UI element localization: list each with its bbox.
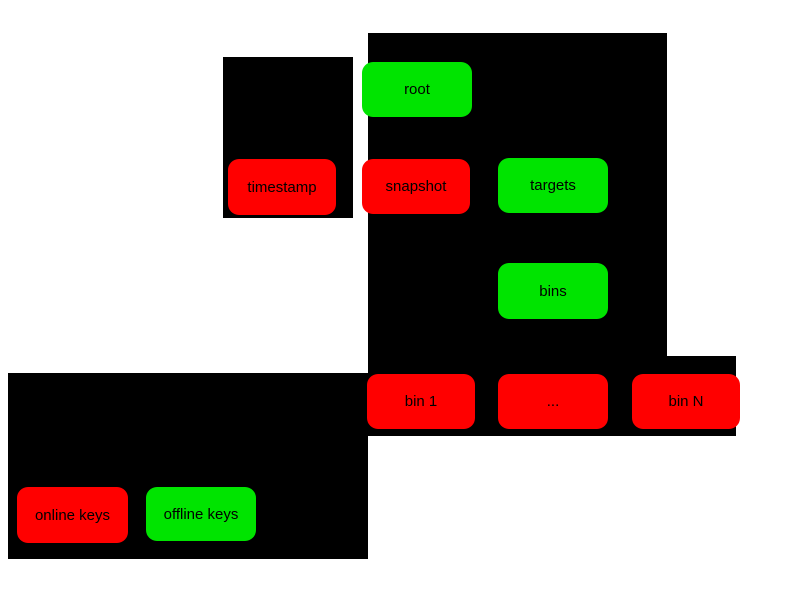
node-bin-n: bin N	[632, 374, 740, 429]
node-root: root	[362, 62, 472, 117]
node-snapshot: snapshot	[362, 159, 470, 214]
node-online-keys: online keys	[17, 487, 128, 543]
node-bins: bins	[498, 263, 608, 319]
node-timestamp: timestamp	[228, 159, 336, 215]
node-targets: targets	[498, 158, 608, 213]
node-offline-keys: offline keys	[146, 487, 256, 541]
node-bin-ellipsis: ...	[498, 374, 608, 429]
node-bin-1: bin 1	[367, 374, 475, 429]
